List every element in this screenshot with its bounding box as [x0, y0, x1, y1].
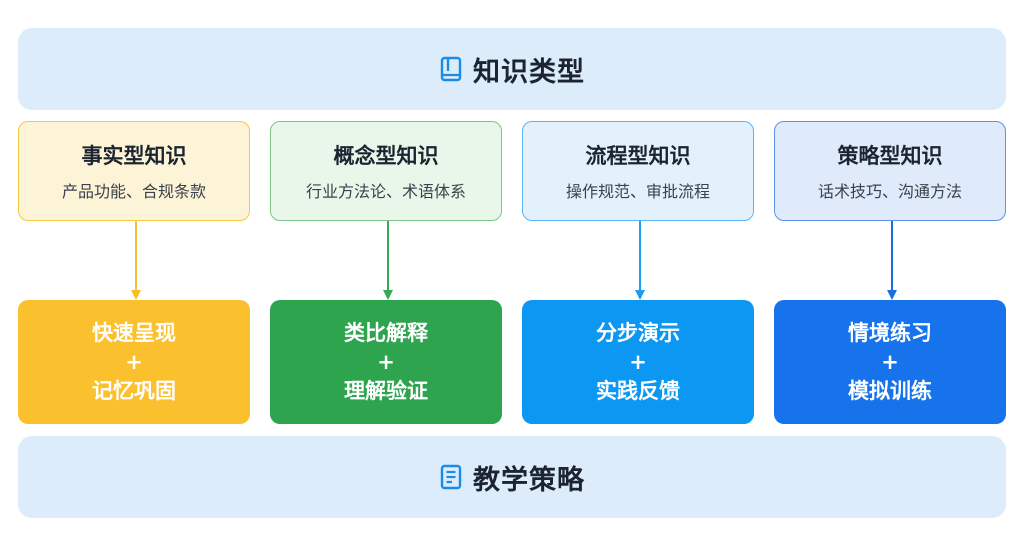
book-icon	[440, 56, 462, 82]
document-list-icon	[440, 464, 462, 490]
arrow-down-icon	[887, 221, 897, 300]
strategy-plus: +	[881, 349, 899, 374]
arrow-down-icon	[131, 221, 141, 300]
knowledge-type-header: 知识类型	[18, 28, 1006, 110]
strategy-line-1: 类比解释	[344, 320, 428, 345]
knowledge-card-title: 事实型知识	[81, 144, 187, 168]
strategy-line-2: 模拟训练	[848, 378, 932, 403]
knowledge-card-examples: 行业方法论、术语体系	[305, 182, 466, 201]
strategy-plus: +	[629, 349, 647, 374]
strategy-line-2: 理解验证	[344, 378, 428, 403]
strategy-line-1: 情境练习	[848, 320, 932, 345]
strategy-line-1: 分步演示	[596, 320, 680, 345]
knowledge-card-title: 策略型知识	[837, 144, 943, 168]
knowledge-card-title: 概念型知识	[333, 144, 439, 168]
strategy-card-conceptual: 类比解释 + 理解验证	[270, 300, 502, 424]
arrow-down-icon	[635, 221, 645, 300]
strategy-plus: +	[377, 349, 395, 374]
knowledge-card-examples: 产品功能、合规条款	[61, 182, 206, 201]
knowledge-card-conceptual: 概念型知识 行业方法论、术语体系	[270, 121, 502, 221]
strategy-card-procedural: 分步演示 + 实践反馈	[522, 300, 754, 424]
header-title: 知识类型	[473, 56, 585, 88]
knowledge-card-procedural: 流程型知识 操作规范、审批流程	[522, 121, 754, 221]
knowledge-card-examples: 操作规范、审批流程	[565, 182, 710, 201]
strategy-line-1: 快速呈现	[92, 320, 176, 345]
strategy-plus: +	[125, 349, 143, 374]
knowledge-card-title: 流程型知识	[585, 144, 691, 168]
knowledge-card-examples: 话术技巧、沟通方法	[817, 182, 962, 201]
teaching-strategy-footer: 教学策略	[18, 436, 1006, 518]
arrow-down-icon	[383, 221, 393, 300]
knowledge-card-factual: 事实型知识 产品功能、合规条款	[18, 121, 250, 221]
strategy-card-factual: 快速呈现 + 记忆巩固	[18, 300, 250, 424]
footer-title: 教学策略	[473, 464, 585, 496]
strategy-card-strategic: 情境练习 + 模拟训练	[774, 300, 1006, 424]
strategy-line-2: 记忆巩固	[92, 378, 176, 403]
strategy-line-2: 实践反馈	[596, 378, 680, 403]
knowledge-card-strategic: 策略型知识 话术技巧、沟通方法	[774, 121, 1006, 221]
